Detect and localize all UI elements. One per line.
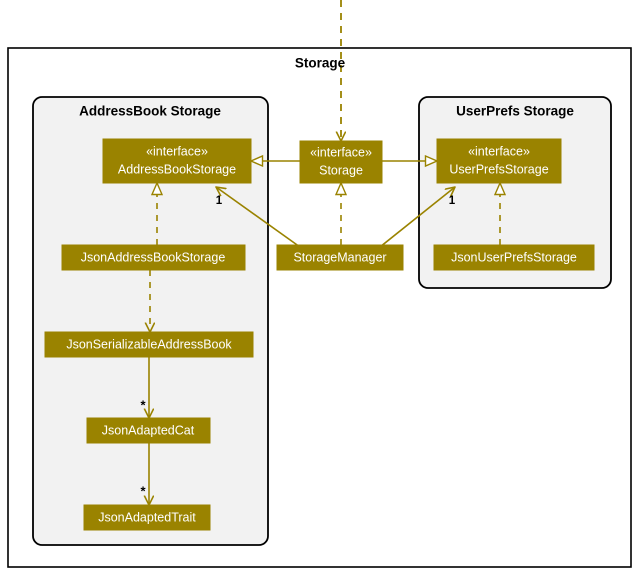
package-addressbook-storage-title: AddressBook Storage: [79, 104, 221, 119]
class-jsonuserprefsstorage-box[interactable]: [433, 244, 595, 271]
class-storagemanager-box[interactable]: [276, 244, 404, 271]
class-jsonuserprefsstorage[interactable]: JsonUserPrefsStorage: [433, 244, 595, 271]
class-jsonaddressbookstorage[interactable]: JsonAddressBookStorage: [61, 244, 246, 271]
class-userprefsstorage-name: UserPrefsStorage: [449, 162, 548, 176]
multiplicity-jsonadaptedcat: *: [140, 397, 146, 412]
class-userprefsstorage-stereotype: «interface»: [468, 144, 530, 158]
class-addressbookstorage-stereotype: «interface»: [146, 144, 208, 158]
multiplicity-jsonadaptedtrait: *: [140, 483, 146, 498]
class-jsonadaptedtrait-box[interactable]: [83, 504, 211, 531]
package-userprefs-storage-title: UserPrefs Storage: [456, 104, 574, 119]
class-storage[interactable]: «interface» Storage: [299, 140, 383, 184]
class-userprefsstorage[interactable]: «interface» UserPrefsStorage: [436, 138, 562, 184]
class-jsonaddressbookstorage-name: JsonAddressBookStorage: [81, 250, 226, 264]
class-jsonuserprefsstorage-name: JsonUserPrefsStorage: [451, 250, 577, 264]
class-storage-stereotype: «interface»: [310, 145, 372, 159]
multiplicity-userprefsstorage: 1: [449, 195, 456, 207]
class-addressbookstorage[interactable]: «interface» AddressBookStorage: [102, 138, 252, 184]
class-jsonadaptedcat[interactable]: JsonAdaptedCat: [86, 417, 211, 444]
connector-storagemanager-uses-userprefsstorage: [379, 187, 455, 248]
class-jsonadaptedcat-name: JsonAdaptedCat: [102, 423, 195, 437]
class-jsonadaptedcat-box[interactable]: [86, 417, 211, 444]
frame-title: Storage: [295, 56, 346, 71]
class-jsonserializableaddressbook[interactable]: JsonSerializableAddressBook: [44, 331, 254, 358]
class-userprefsstorage-box[interactable]: [436, 138, 562, 184]
class-addressbookstorage-box[interactable]: [102, 138, 252, 184]
class-storagemanager-name: StorageManager: [293, 250, 386, 264]
multiplicity-addressbookstorage: 1: [216, 195, 223, 207]
class-storagemanager[interactable]: StorageManager: [276, 244, 404, 271]
class-jsonserializableaddressbook-box[interactable]: [44, 331, 254, 358]
class-storage-name: Storage: [319, 163, 363, 177]
connector-storagemanager-uses-addressbookstorage: [216, 187, 301, 248]
class-jsonadaptedtrait[interactable]: JsonAdaptedTrait: [83, 504, 211, 531]
class-jsonserializableaddressbook-name: JsonSerializableAddressBook: [66, 337, 232, 351]
class-jsonadaptedtrait-name: JsonAdaptedTrait: [98, 510, 196, 524]
class-jsonaddressbookstorage-box[interactable]: [61, 244, 246, 271]
storage-frame: [7, 47, 632, 568]
class-storage-box[interactable]: [299, 140, 383, 184]
class-addressbookstorage-name: AddressBookStorage: [118, 162, 236, 176]
